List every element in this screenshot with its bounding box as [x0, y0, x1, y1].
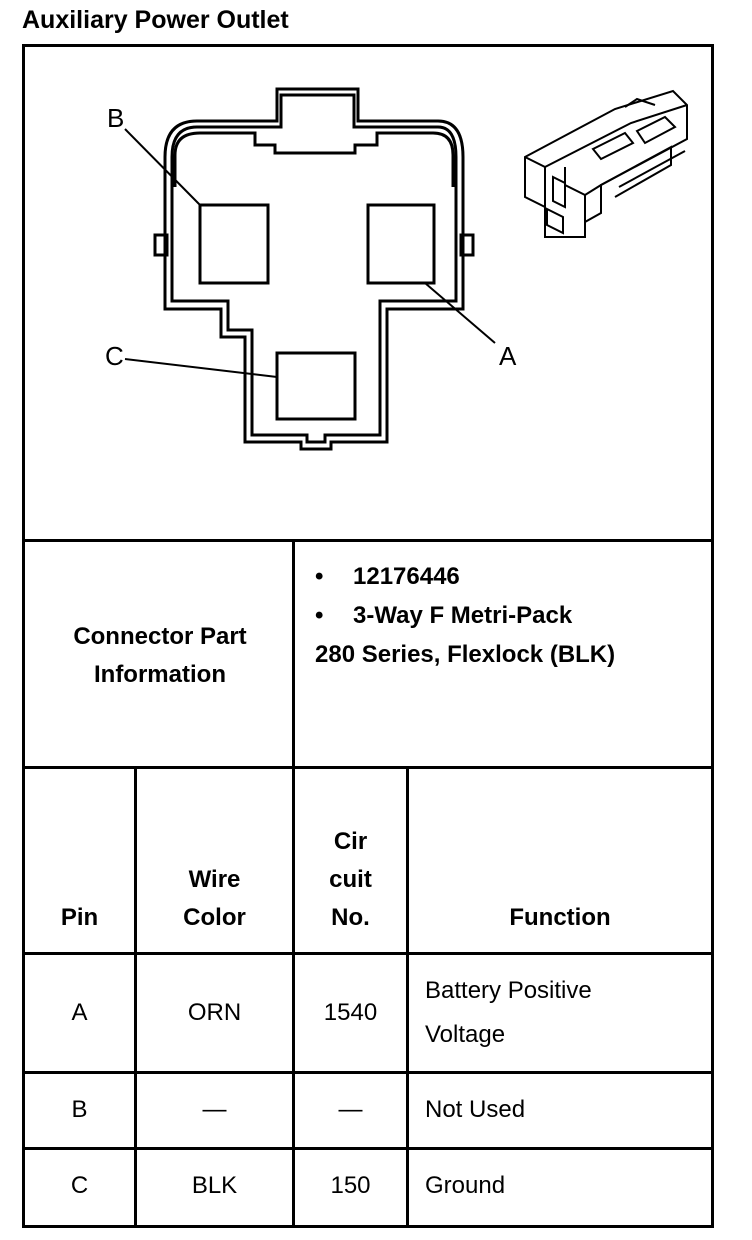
row-b-function: Not Used: [425, 1096, 526, 1123]
row-b-pin: B: [71, 1096, 88, 1123]
connector-sheet: B A C Connector Part: [22, 44, 714, 1228]
row-c-circuit: 150: [330, 1172, 371, 1199]
row-a-pin: A: [71, 999, 88, 1026]
cavity-c: [275, 351, 357, 421]
header-circuit-line2: cuit: [329, 866, 372, 893]
cavity-a: [366, 203, 436, 285]
row-b-wire-color: —: [202, 1096, 227, 1123]
callout-a: A: [499, 341, 517, 371]
table-col-divider: [134, 769, 137, 1225]
bullet-symbol: •: [315, 563, 324, 590]
cavity-b: [198, 203, 270, 285]
row-a-function-line1: Battery Positive: [425, 977, 592, 1004]
callout-b: B: [107, 103, 124, 133]
table-col-divider: [406, 769, 409, 1225]
row-c-pin: C: [70, 1172, 89, 1199]
row-a-function: Battery Positive Voltage: [425, 969, 705, 1057]
connector-info-label: Connector Part Information: [25, 545, 295, 767]
divider-diagram: [25, 539, 711, 542]
bullet-item: • 3-Way F Metri-Pack: [315, 596, 705, 635]
row-a-wire-color: ORN: [187, 999, 242, 1026]
callout-b-leader: [124, 128, 201, 206]
table-col-divider: [292, 769, 295, 1225]
bullet-symbol: •: [315, 602, 324, 629]
header-circuit-line1: Cir: [333, 828, 368, 855]
divider-cpi: [292, 542, 295, 767]
header-wire-color-line2: Color: [183, 904, 246, 931]
header-pin: Pin: [60, 904, 99, 931]
callout-c: C: [105, 341, 124, 371]
connector-diagram: B A C: [25, 47, 711, 542]
connector-3d-view: [524, 89, 688, 238]
connector-type: 3-Way F Metri-Pack: [353, 602, 573, 629]
divider-header: [25, 952, 711, 955]
row-a-circuit: 1540: [323, 999, 378, 1026]
divider-row-b: [25, 1147, 711, 1150]
bullet-item: • 12176446: [315, 557, 705, 596]
callout-c-leader: [124, 358, 278, 378]
connector-face-outline: [153, 87, 475, 451]
divider-cpi-table: [25, 766, 711, 769]
row-a-function-line2: Voltage: [425, 1021, 506, 1048]
callout-a-leader: [424, 282, 496, 344]
row-c-wire-color: BLK: [191, 1172, 238, 1199]
header-circuit: Cir cuit No.: [295, 823, 406, 937]
connector-series: 280 Series, Flexlock (BLK): [315, 641, 616, 668]
part-number: 12176446: [353, 563, 460, 590]
row-c-function: Ground: [425, 1172, 506, 1199]
row-b-circuit: —: [338, 1096, 363, 1123]
connector-info-label-line2: Information: [93, 661, 226, 688]
header-wire-color-line1: Wire: [188, 866, 241, 893]
connector-info-details: • 12176446 • 3-Way F Metri-Pack 280 Seri…: [315, 557, 705, 674]
header-circuit-line3: No.: [331, 904, 370, 931]
connector-info-label-line1: Connector Part: [73, 623, 247, 650]
header-function: Function: [509, 904, 611, 931]
divider-row-a: [25, 1071, 711, 1074]
header-wire-color: Wire Color: [137, 861, 292, 937]
page-title: Auxiliary Power Outlet: [22, 6, 289, 34]
